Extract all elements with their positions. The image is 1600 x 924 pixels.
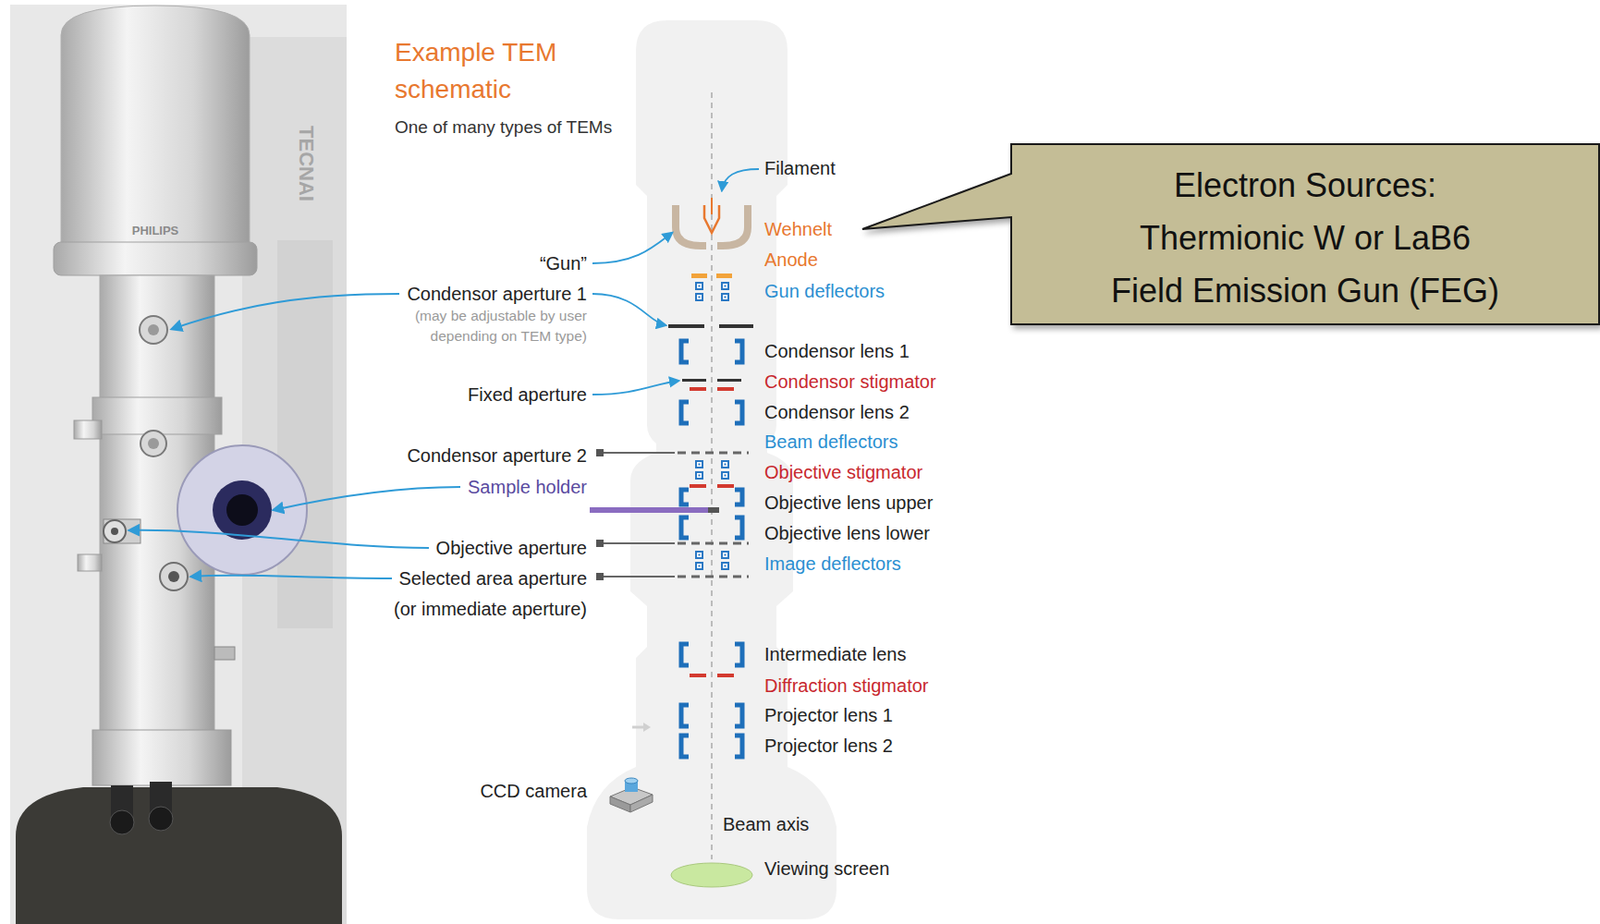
part-label: Fixed aperture	[467, 383, 587, 406]
aperture-knob	[140, 430, 167, 457]
viewing-screen	[671, 863, 753, 888]
column-band	[92, 397, 222, 435]
aperture-knob	[103, 520, 126, 543]
stigmator	[717, 387, 734, 391]
part-label: Beam axis	[722, 813, 809, 836]
stigmator	[717, 484, 734, 489]
gun-deflectors	[695, 281, 730, 302]
part-label: Filament	[764, 157, 836, 180]
stigmator	[689, 673, 707, 678]
part-label: Sample holder	[467, 476, 587, 499]
filament	[710, 197, 713, 215]
binocular	[109, 810, 135, 835]
part-label: Condensor lens 1	[764, 340, 910, 363]
tem-schematic	[129, 20, 837, 920]
aperture-knob	[147, 324, 159, 336]
stigmator	[689, 387, 707, 391]
sample-holder-port	[226, 494, 258, 526]
selected-area-aperture	[596, 573, 749, 581]
callout-box: Electron Sources:Thermionic W or LaB6 Fi…	[1010, 143, 1600, 326]
part-label: Objective lens lower	[764, 522, 930, 545]
condensor-aperture	[668, 324, 705, 329]
tem-photo	[10, 4, 347, 924]
condensor-aperture	[719, 324, 754, 329]
note: (may be adjustable by user depending on …	[388, 305, 587, 347]
brand-name: PHILIPS	[132, 223, 180, 239]
part-label: Gun deflectors	[764, 280, 885, 303]
part-label: Intermediate lens	[764, 643, 906, 666]
viewing-chamber	[15, 787, 342, 924]
condensor-aperture-2	[596, 449, 749, 457]
binocular	[148, 806, 173, 831]
sample-holder-port	[212, 480, 272, 540]
side-port	[73, 420, 102, 440]
stigmator	[689, 484, 707, 489]
part-label: Objective stigmator	[764, 461, 923, 484]
part-label: Objective aperture	[436, 537, 587, 560]
wehnelt	[675, 205, 707, 246]
diagram-title: Example TEM schematic	[394, 34, 599, 109]
part-label: Condensor aperture 2	[406, 444, 587, 467]
sample-holder-rod	[589, 507, 710, 513]
part-label: CCD camera	[479, 780, 587, 803]
callout-outline	[862, 144, 1600, 325]
anode	[691, 273, 708, 279]
part-label: Beam deflectors	[764, 430, 899, 453]
sample-holder-port	[177, 445, 307, 575]
part-label: “Gun”	[539, 252, 587, 275]
lever	[214, 647, 235, 660]
part-label: Selected area aperture	[399, 567, 587, 590]
model-name: TECNAI	[293, 125, 318, 202]
leader-lines	[592, 169, 759, 395]
callout-heading: Electron Sources:	[1010, 158, 1600, 212]
aperture-knob	[168, 571, 180, 583]
column-top-cover	[61, 5, 250, 252]
photo-background	[10, 4, 347, 924]
part-label: Viewing screen	[764, 857, 890, 880]
fixed-aperture	[717, 378, 742, 382]
small-arrow	[643, 722, 651, 733]
lens-symbols	[681, 341, 743, 758]
side-port	[77, 554, 102, 572]
callout-body: Thermionic W or LaB6 Field Emission Gun …	[1103, 211, 1507, 318]
part-label: Condensor stigmator	[764, 370, 937, 393]
part-label: Anode	[764, 248, 819, 271]
sample-holder-tip	[708, 507, 720, 513]
part-label: Condensor lens 2	[764, 401, 910, 424]
aperture-knob	[147, 438, 159, 450]
aperture-knob	[159, 562, 188, 591]
subtitle: One of many types of TEMs	[394, 116, 612, 138]
image-deflectors	[695, 550, 730, 571]
column-base	[92, 730, 232, 786]
column-ring	[53, 242, 257, 276]
photo-leader-lines	[129, 293, 461, 579]
stigmator	[717, 673, 734, 678]
anode	[716, 273, 733, 279]
aperture-knob	[139, 316, 168, 344]
beam-deflectors	[695, 460, 730, 480]
fixed-aperture	[682, 378, 707, 382]
part-label: Image deflectors	[764, 552, 902, 575]
objective-aperture-stub	[103, 519, 141, 544]
aperture-knob	[110, 527, 119, 536]
part-label: Objective lens upper	[764, 491, 933, 514]
objective-aperture	[596, 539, 749, 548]
ccd-camera-icon	[610, 778, 653, 813]
part-label: Diffraction stigmator	[764, 674, 929, 697]
beam-axis-line	[710, 92, 713, 860]
wehnelt	[717, 205, 748, 246]
part-label: Projector lens 1	[764, 704, 893, 727]
part-label: Projector lens 2	[764, 734, 893, 758]
part-label: Wehnelt	[764, 218, 832, 241]
part-label: Condensor aperture 1	[406, 282, 587, 306]
part-label: (or immediate aperture)	[393, 598, 587, 621]
